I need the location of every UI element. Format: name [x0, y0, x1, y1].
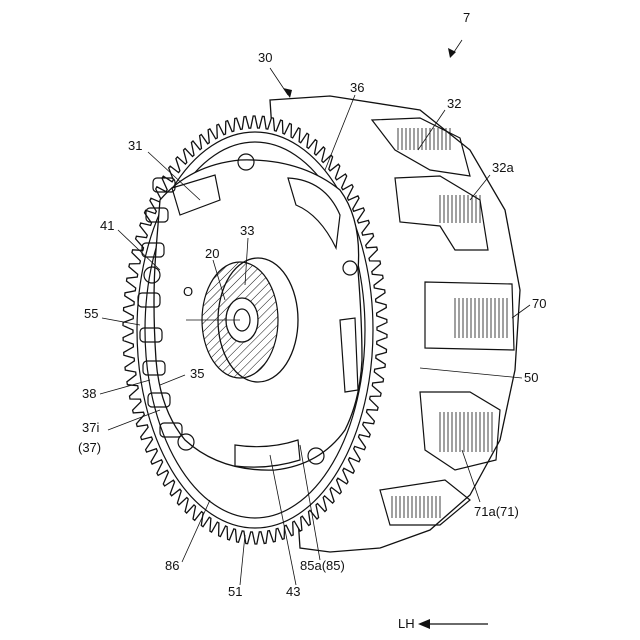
label-51: 51	[228, 584, 242, 599]
ref30-arrow-head	[283, 88, 292, 98]
label-50: 50	[524, 370, 538, 385]
fig-arrow-head	[448, 48, 456, 58]
label-35: 35	[190, 366, 204, 381]
figure-number: 7	[463, 10, 470, 25]
label-30: 30	[258, 50, 272, 65]
label-71a: 71a(71)	[474, 504, 519, 519]
direction-label: LH	[398, 616, 415, 631]
label-55: 55	[84, 306, 98, 321]
label-33: 33	[240, 223, 254, 238]
label-20: 20	[205, 246, 219, 261]
label-o: O	[183, 284, 193, 299]
label-70: 70	[532, 296, 546, 311]
label-37i: 37i	[82, 420, 99, 435]
lh-arrow-head	[418, 619, 430, 629]
label-32a: 32a	[492, 160, 514, 175]
label-86: 86	[165, 558, 179, 573]
label-36: 36	[350, 80, 364, 95]
label-38: 38	[82, 386, 96, 401]
label-37: (37)	[78, 440, 101, 455]
label-31: 31	[128, 138, 142, 153]
label-41: 41	[100, 218, 114, 233]
label-32: 32	[447, 96, 461, 111]
label-43: 43	[286, 584, 300, 599]
label-85a: 85a(85)	[300, 558, 345, 573]
